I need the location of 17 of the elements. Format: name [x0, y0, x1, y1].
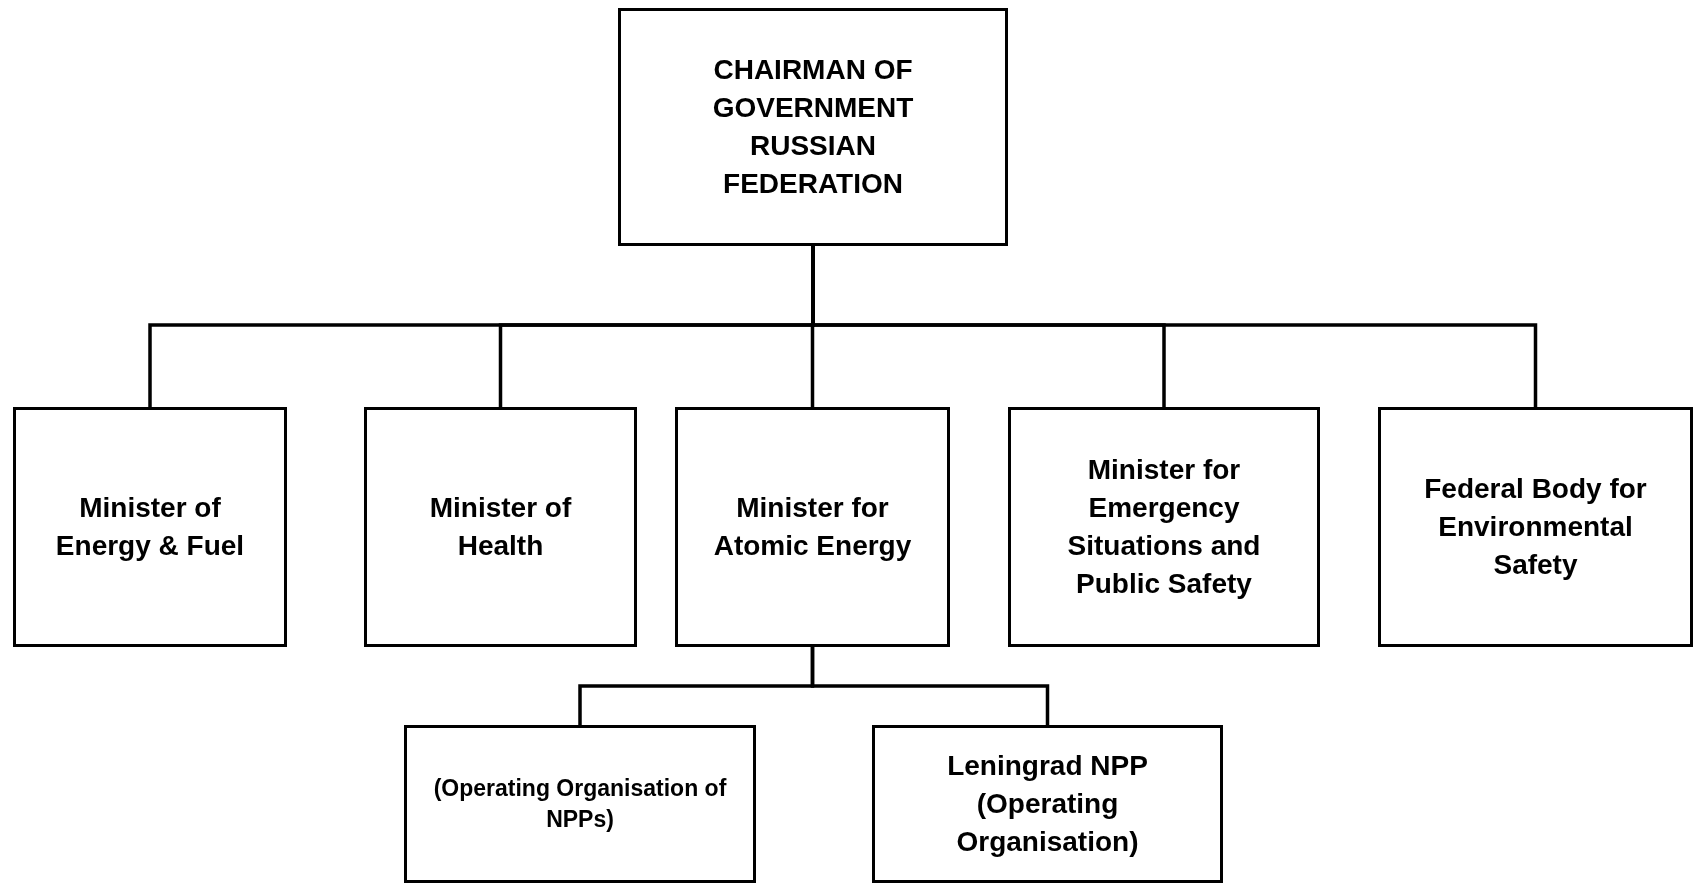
org-label: Leningrad NPP (Operating Organisation) — [946, 749, 1149, 859]
org-box — [1378, 407, 1693, 647]
org-box — [364, 407, 637, 647]
org-box — [1008, 407, 1320, 647]
org-label: Minister for Emergency Situations and Public Safety — [1066, 453, 1262, 601]
org-box — [872, 725, 1223, 883]
org-label: Minister of Energy & Fuel — [54, 491, 246, 563]
org-box — [404, 725, 756, 883]
org-label: (Operating Organisation of NPPs) — [432, 773, 728, 834]
org-box — [675, 407, 950, 647]
connector-line — [810, 647, 1050, 725]
org-label: Minister of Health — [428, 491, 573, 563]
org-box — [13, 407, 287, 647]
org-label: Federal Body for Environmental Safety — [1423, 472, 1648, 582]
org-box — [618, 8, 1008, 246]
org-label: Minister for Atomic Energy — [712, 491, 913, 563]
org-label: CHAIRMAN OF GOVERNMENT RUSSIAN FEDERATION — [711, 53, 915, 201]
